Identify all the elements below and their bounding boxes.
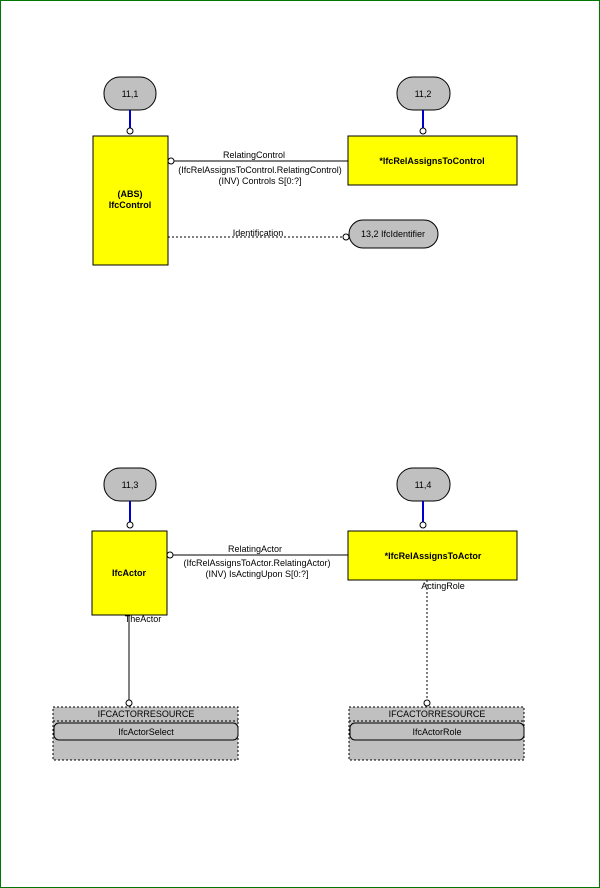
resource-type: IfcActorSelect bbox=[118, 727, 174, 737]
resource-header: IFCACTORRESOURCE bbox=[389, 709, 486, 719]
entity-name-label: IfcControl bbox=[109, 200, 152, 210]
page-ref-label: 11,2 bbox=[415, 89, 432, 99]
page-ref-label: 11,4 bbox=[415, 480, 432, 490]
inverse-cardinality: (INV) Controls S[0:?] bbox=[218, 176, 301, 186]
connector-circle bbox=[125, 699, 133, 707]
entity-ifcrelassignstoactor[interactable]: *IfcRelAssignsToActor bbox=[347, 530, 518, 581]
page-ref-11-3[interactable]: 11,3 bbox=[103, 467, 157, 502]
connector-circle bbox=[419, 521, 427, 529]
page-ref-11-1[interactable]: 11,1 bbox=[103, 76, 157, 111]
relation-name: RelatingControl bbox=[223, 150, 285, 160]
page-ref-label: 11,3 bbox=[122, 480, 139, 490]
entity-ifcrelassignstocontrol[interactable]: *IfcRelAssignsToControl bbox=[347, 135, 518, 186]
inverse-circle bbox=[167, 157, 175, 165]
external-ref-ifcidentifier[interactable]: 13,2 IfcIdentifier bbox=[348, 219, 439, 249]
resource-ifcactorrole[interactable]: IFCACTORRESOURCE IfcActorRole bbox=[348, 706, 525, 761]
connector-circle bbox=[126, 127, 134, 135]
page-ref-11-2[interactable]: 11,2 bbox=[396, 76, 451, 111]
connector-circle bbox=[419, 127, 427, 135]
external-ref-label: 13,2 IfcIdentifier bbox=[361, 229, 425, 239]
page-ref-11-4[interactable]: 11,4 bbox=[396, 467, 451, 502]
entity-name-label: *IfcRelAssignsToActor bbox=[385, 551, 482, 561]
entity-abs-label: (ABS) bbox=[118, 189, 143, 199]
resource-header: IFCACTORRESOURCE bbox=[98, 709, 195, 719]
entity-ifccontrol[interactable]: (ABS) IfcControl bbox=[92, 135, 169, 266]
connector-circle bbox=[126, 521, 134, 529]
inverse-attribute: (IfcRelAssignsToActor.RelatingActor) bbox=[183, 558, 330, 568]
inverse-cardinality: (INV) IsActingUpon S[0:?] bbox=[205, 569, 308, 579]
resource-type: IfcActorRole bbox=[412, 727, 461, 737]
connector-circle bbox=[342, 233, 350, 241]
relation-name: Identification bbox=[233, 228, 284, 238]
relation-name: ActingRole bbox=[421, 581, 465, 591]
inverse-circle bbox=[166, 551, 174, 559]
connector-circle bbox=[423, 699, 431, 707]
entity-name-label: IfcActor bbox=[112, 568, 147, 578]
inverse-attribute: (IfcRelAssignsToControl.RelatingControl) bbox=[178, 165, 342, 175]
relation-name: TheActor bbox=[125, 614, 162, 624]
relation-name: RelatingActor bbox=[228, 544, 282, 554]
page-ref-label: 11,1 bbox=[122, 89, 139, 99]
entity-name-label: *IfcRelAssignsToControl bbox=[379, 156, 484, 166]
resource-ifcactorselect[interactable]: IFCACTORRESOURCE IfcActorSelect bbox=[52, 706, 239, 761]
entity-ifcactor[interactable]: IfcActor bbox=[91, 530, 168, 616]
